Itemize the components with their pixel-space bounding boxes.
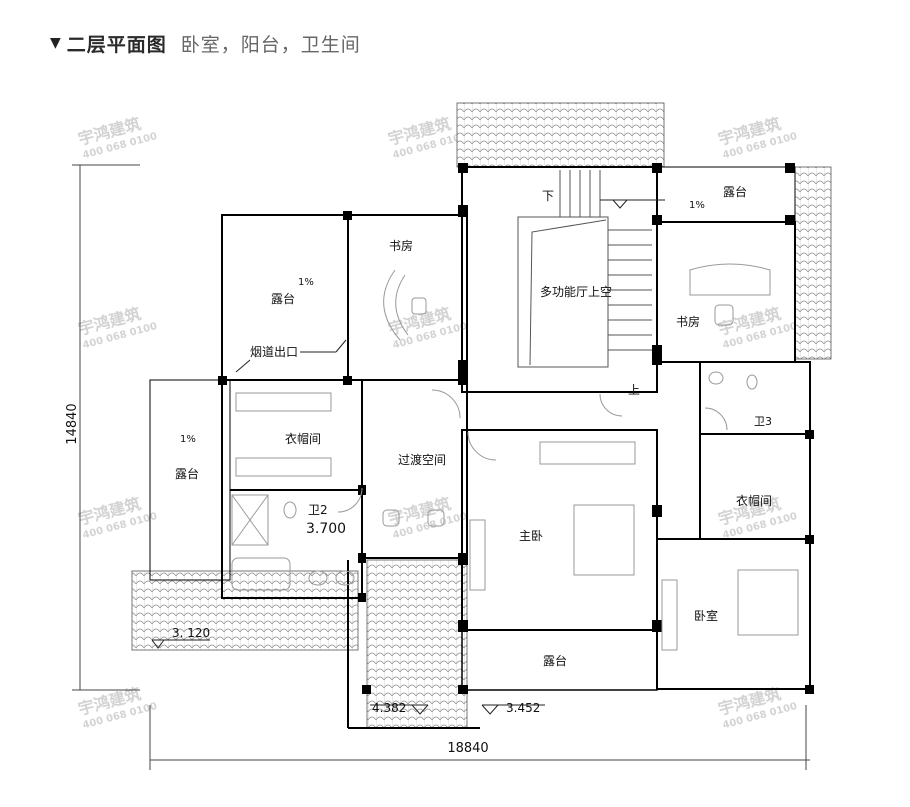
room-label-terrace-w: 露台 [175, 466, 199, 481]
roof-tiles [131, 102, 832, 729]
elevation-roof-left: 3. 120 [172, 626, 210, 640]
furniture [231, 263, 799, 651]
room-labels: 1% 露台 书房 烟道出口 多功能厅上空 下 上 1% 露台 书房 卫3 衣帽间… [172, 184, 772, 715]
room-label-terrace-ne-slope: 1% [689, 200, 705, 211]
room-label-terrace-nw-slope: 1% [298, 277, 314, 288]
stair-down-label: 下 [542, 189, 554, 203]
dimension-total-depth: 14840 [65, 403, 80, 444]
room-label-terrace-s: 露台 [543, 653, 567, 668]
staircase [517, 170, 652, 368]
columns [218, 163, 814, 694]
dimension-lines [72, 164, 810, 770]
page-header: ▼ 二层平面图 卧室，阳台，卫生间 [50, 28, 361, 58]
room-label-flue-outlet: 烟道出口 [250, 345, 298, 359]
room-label-master: 主卧 [519, 529, 543, 543]
room-label-closet-w: 衣帽间 [285, 431, 321, 446]
room-label-terrace-ne: 露台 [723, 184, 747, 199]
room-label-bath3: 卫3 [754, 415, 772, 428]
room-label-terrace-nw: 露台 [271, 291, 295, 306]
room-label-bath2: 卫2 [308, 503, 328, 517]
dimension-total-width: 18840 [447, 741, 488, 756]
stair-up-label: 上 [628, 383, 640, 397]
page-subtitle: 卧室，阳台，卫生间 [180, 33, 361, 56]
page-title: 二层平面图 [66, 33, 167, 56]
room-label-void: 多功能厅上空 [540, 285, 612, 299]
triangle-down-icon: ▼ [50, 35, 61, 51]
bath2-elevation: 3.700 [306, 521, 346, 537]
room-label-study-e: 书房 [676, 314, 700, 329]
room-label-study-w: 书房 [389, 238, 413, 253]
elevation-entry-right: 3.452 [506, 701, 540, 715]
elevation-entry-left: 4.382 [372, 701, 406, 715]
room-label-terrace-w-slope: 1% [180, 434, 196, 445]
room-label-transition: 过渡空间 [398, 452, 446, 467]
room-label-bedroom: 卧室 [694, 608, 718, 623]
room-label-closet-e: 衣帽间 [736, 493, 772, 508]
elevation-markers [151, 199, 665, 715]
